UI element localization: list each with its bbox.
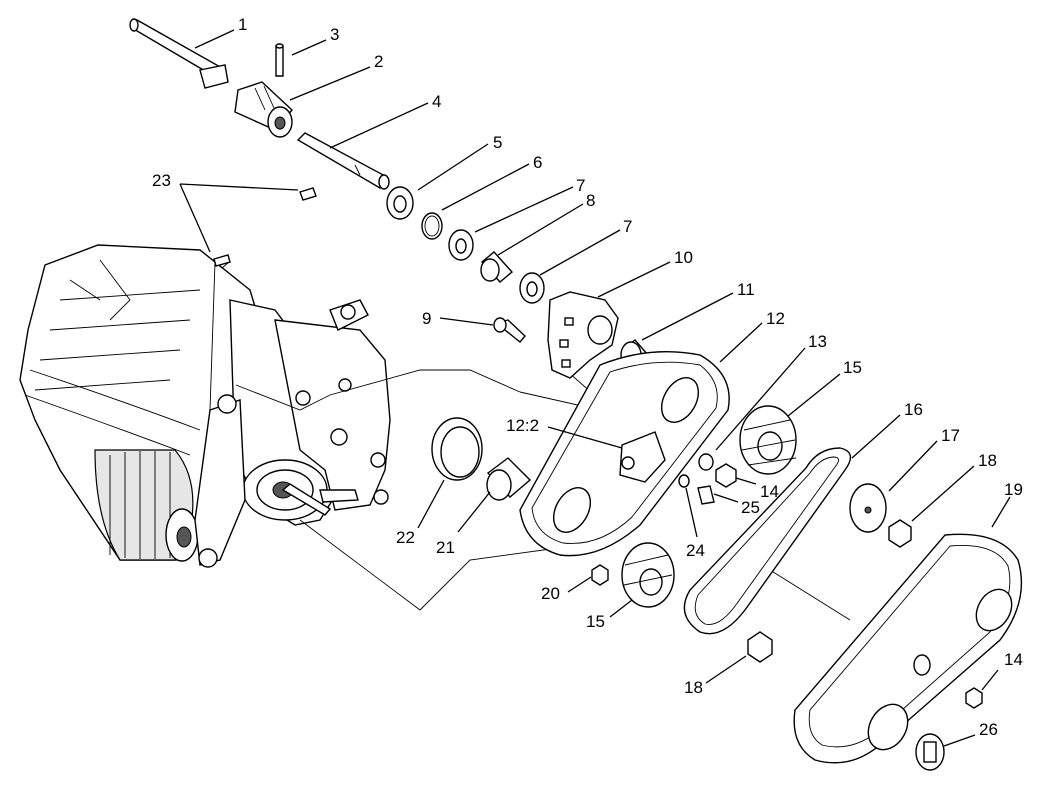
callout-25: 25 bbox=[741, 498, 760, 517]
callout-7-lower: 7 bbox=[623, 217, 632, 236]
callout-16: 16 bbox=[904, 400, 923, 419]
callout-6: 6 bbox=[533, 153, 542, 172]
reel-frame-assembly bbox=[19, 244, 391, 568]
callout-23: 23 bbox=[152, 171, 171, 190]
callout-19: 19 bbox=[1004, 480, 1023, 499]
callout-11: 11 bbox=[737, 280, 755, 299]
callout-18-upper: 18 bbox=[978, 451, 997, 470]
callout-12-2: 12:2 bbox=[506, 416, 539, 435]
callout-24: 24 bbox=[686, 541, 705, 560]
callout-15-lower: 15 bbox=[586, 612, 605, 631]
input-shaft-parts bbox=[129, 18, 650, 379]
callout-14-lower: 14 bbox=[1004, 650, 1023, 669]
callout-5: 5 bbox=[493, 133, 502, 152]
callout-15-upper: 15 bbox=[843, 358, 862, 377]
callout-7-upper: 7 bbox=[576, 176, 585, 195]
callout-4: 4 bbox=[432, 92, 441, 111]
callout-26: 26 bbox=[979, 720, 998, 739]
callout-8: 8 bbox=[586, 191, 595, 210]
callout-17: 17 bbox=[941, 426, 960, 445]
callout-12: 12 bbox=[766, 309, 785, 328]
callout-14-upper: 14 bbox=[760, 482, 779, 501]
callout-21: 21 bbox=[436, 538, 455, 557]
callout-20: 20 bbox=[541, 584, 560, 603]
belt-drive-parts bbox=[431, 350, 1023, 771]
callout-labels: 1 2 3 4 5 6 7 8 7 9 10 11 12 13 15 16 17… bbox=[152, 15, 1023, 739]
callout-3: 3 bbox=[330, 25, 339, 44]
callout-leaders bbox=[179, 29, 1011, 747]
callout-22: 22 bbox=[396, 528, 415, 547]
callout-13: 13 bbox=[808, 332, 827, 351]
callout-10: 10 bbox=[674, 248, 693, 267]
callout-2: 2 bbox=[374, 52, 383, 71]
callout-9: 9 bbox=[422, 309, 431, 328]
callout-18-lower: 18 bbox=[684, 678, 703, 697]
callout-1: 1 bbox=[238, 15, 247, 34]
